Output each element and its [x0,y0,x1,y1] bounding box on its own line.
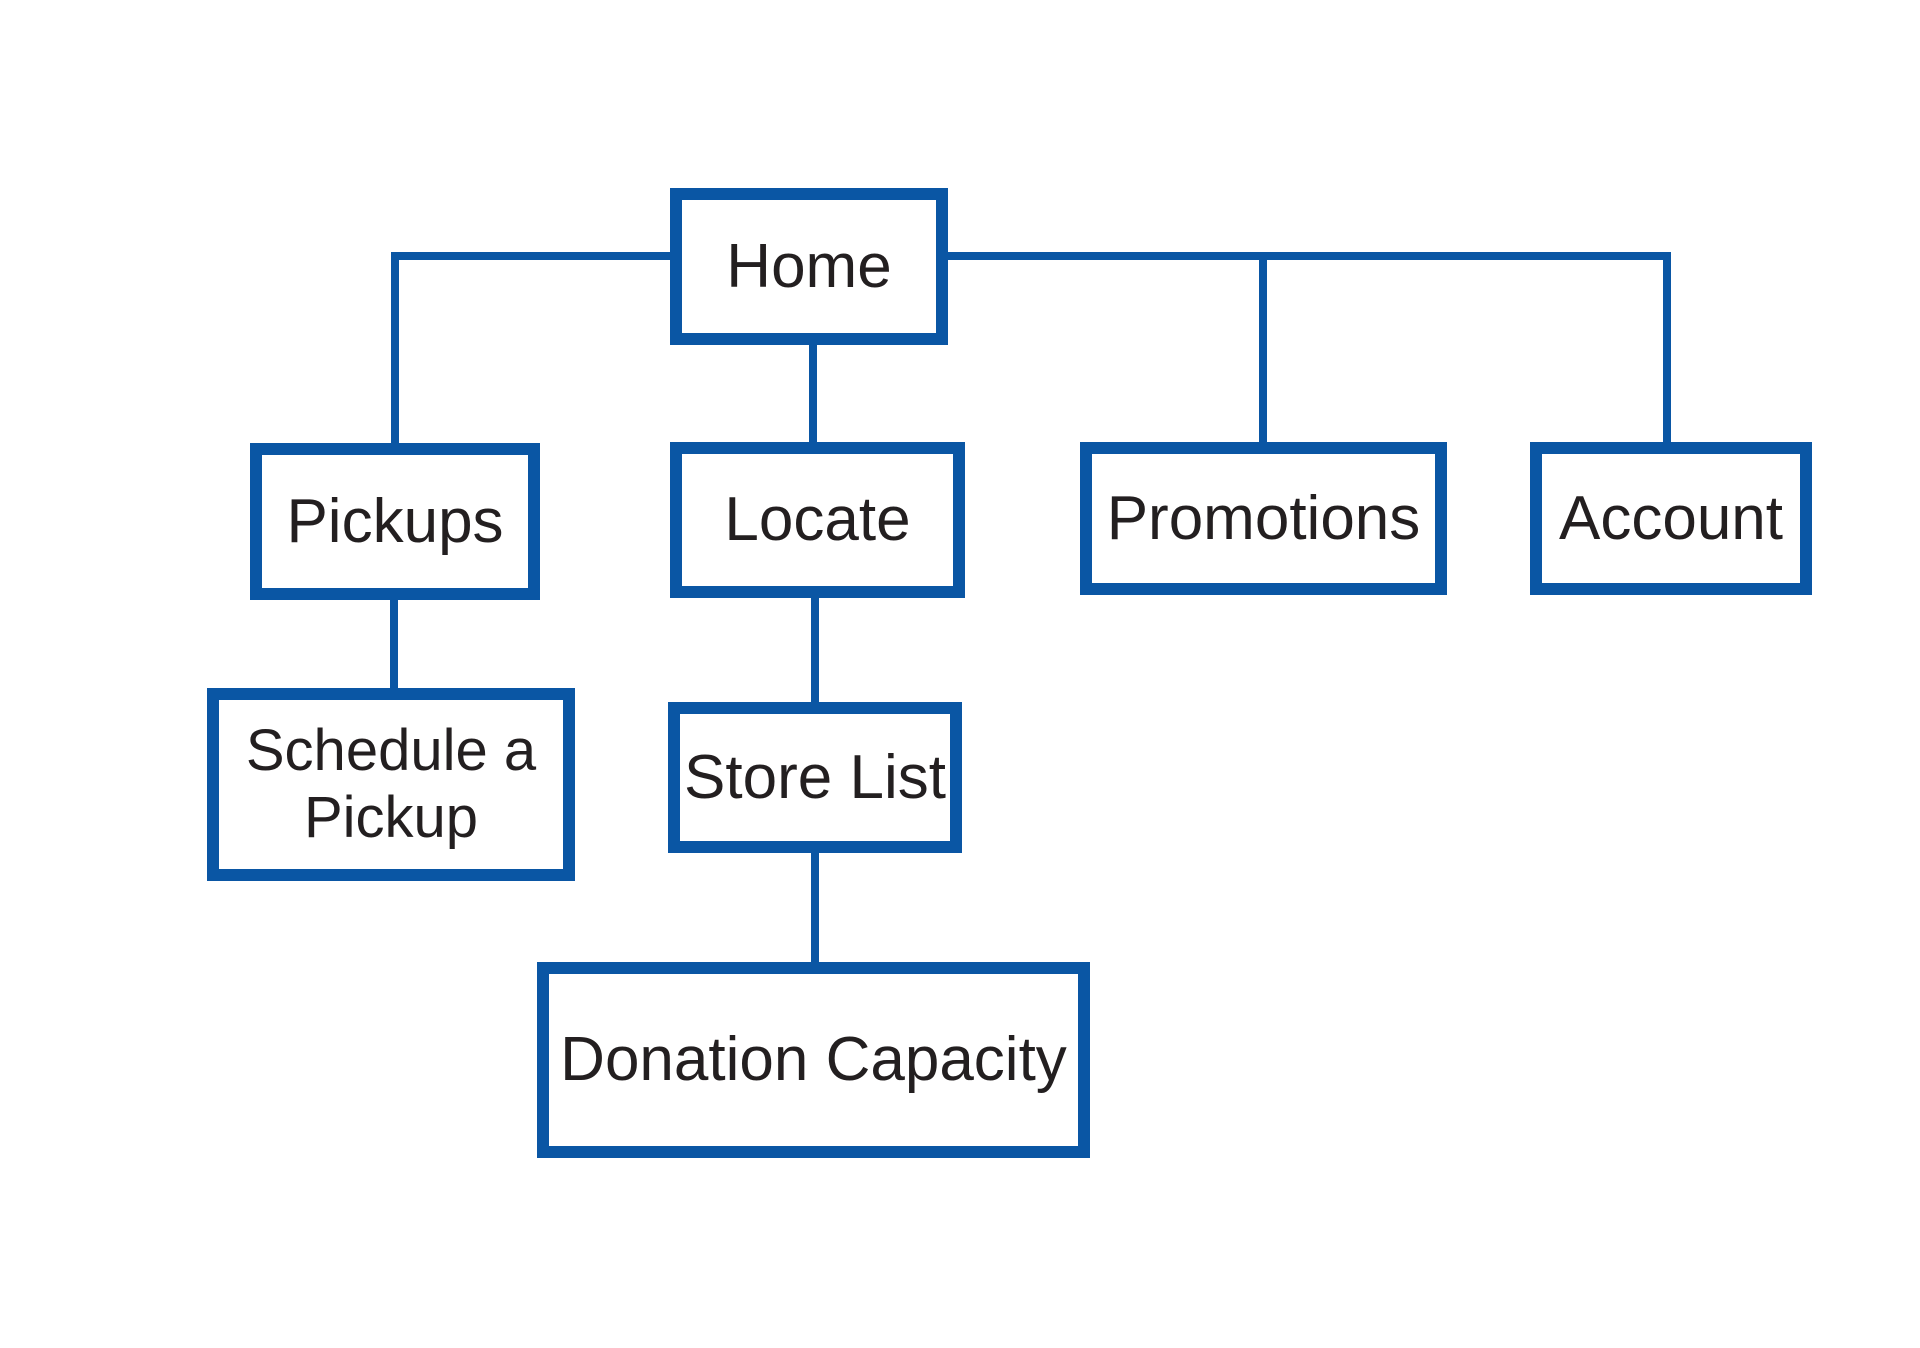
connector-pickups-schedule [390,596,398,692]
connector-home-pickups-horizontal [393,252,678,260]
node-locate-label: Locate [724,485,911,555]
node-schedule-a-pickup: Schedule a Pickup [207,688,575,881]
node-promotions: Promotions [1080,442,1447,595]
node-store-list: Store List [668,702,962,853]
node-home: Home [670,188,948,345]
connector-home-pickups-vertical [391,252,399,447]
node-donation-capacity-label: Donation Capacity [560,1025,1067,1095]
node-promotions-label: Promotions [1106,483,1421,553]
connector-storelist-donation [811,849,819,966]
node-pickups-label: Pickups [286,486,504,556]
node-locate: Locate [670,442,965,598]
connector-home-locate [809,340,817,446]
node-schedule-a-pickup-label: Schedule a Pickup [245,717,537,850]
node-donation-capacity: Donation Capacity [537,962,1090,1158]
connector-locate-storelist [811,594,819,706]
node-pickups: Pickups [250,443,540,600]
connector-home-account-vertical [1663,252,1671,446]
connector-home-promotions-vertical [1259,254,1267,446]
node-account: Account [1530,442,1812,595]
node-home-label: Home [726,231,892,301]
node-store-list-label: Store List [684,742,946,812]
node-account-label: Account [1558,483,1784,553]
connector-home-right-horizontal [940,252,1671,260]
